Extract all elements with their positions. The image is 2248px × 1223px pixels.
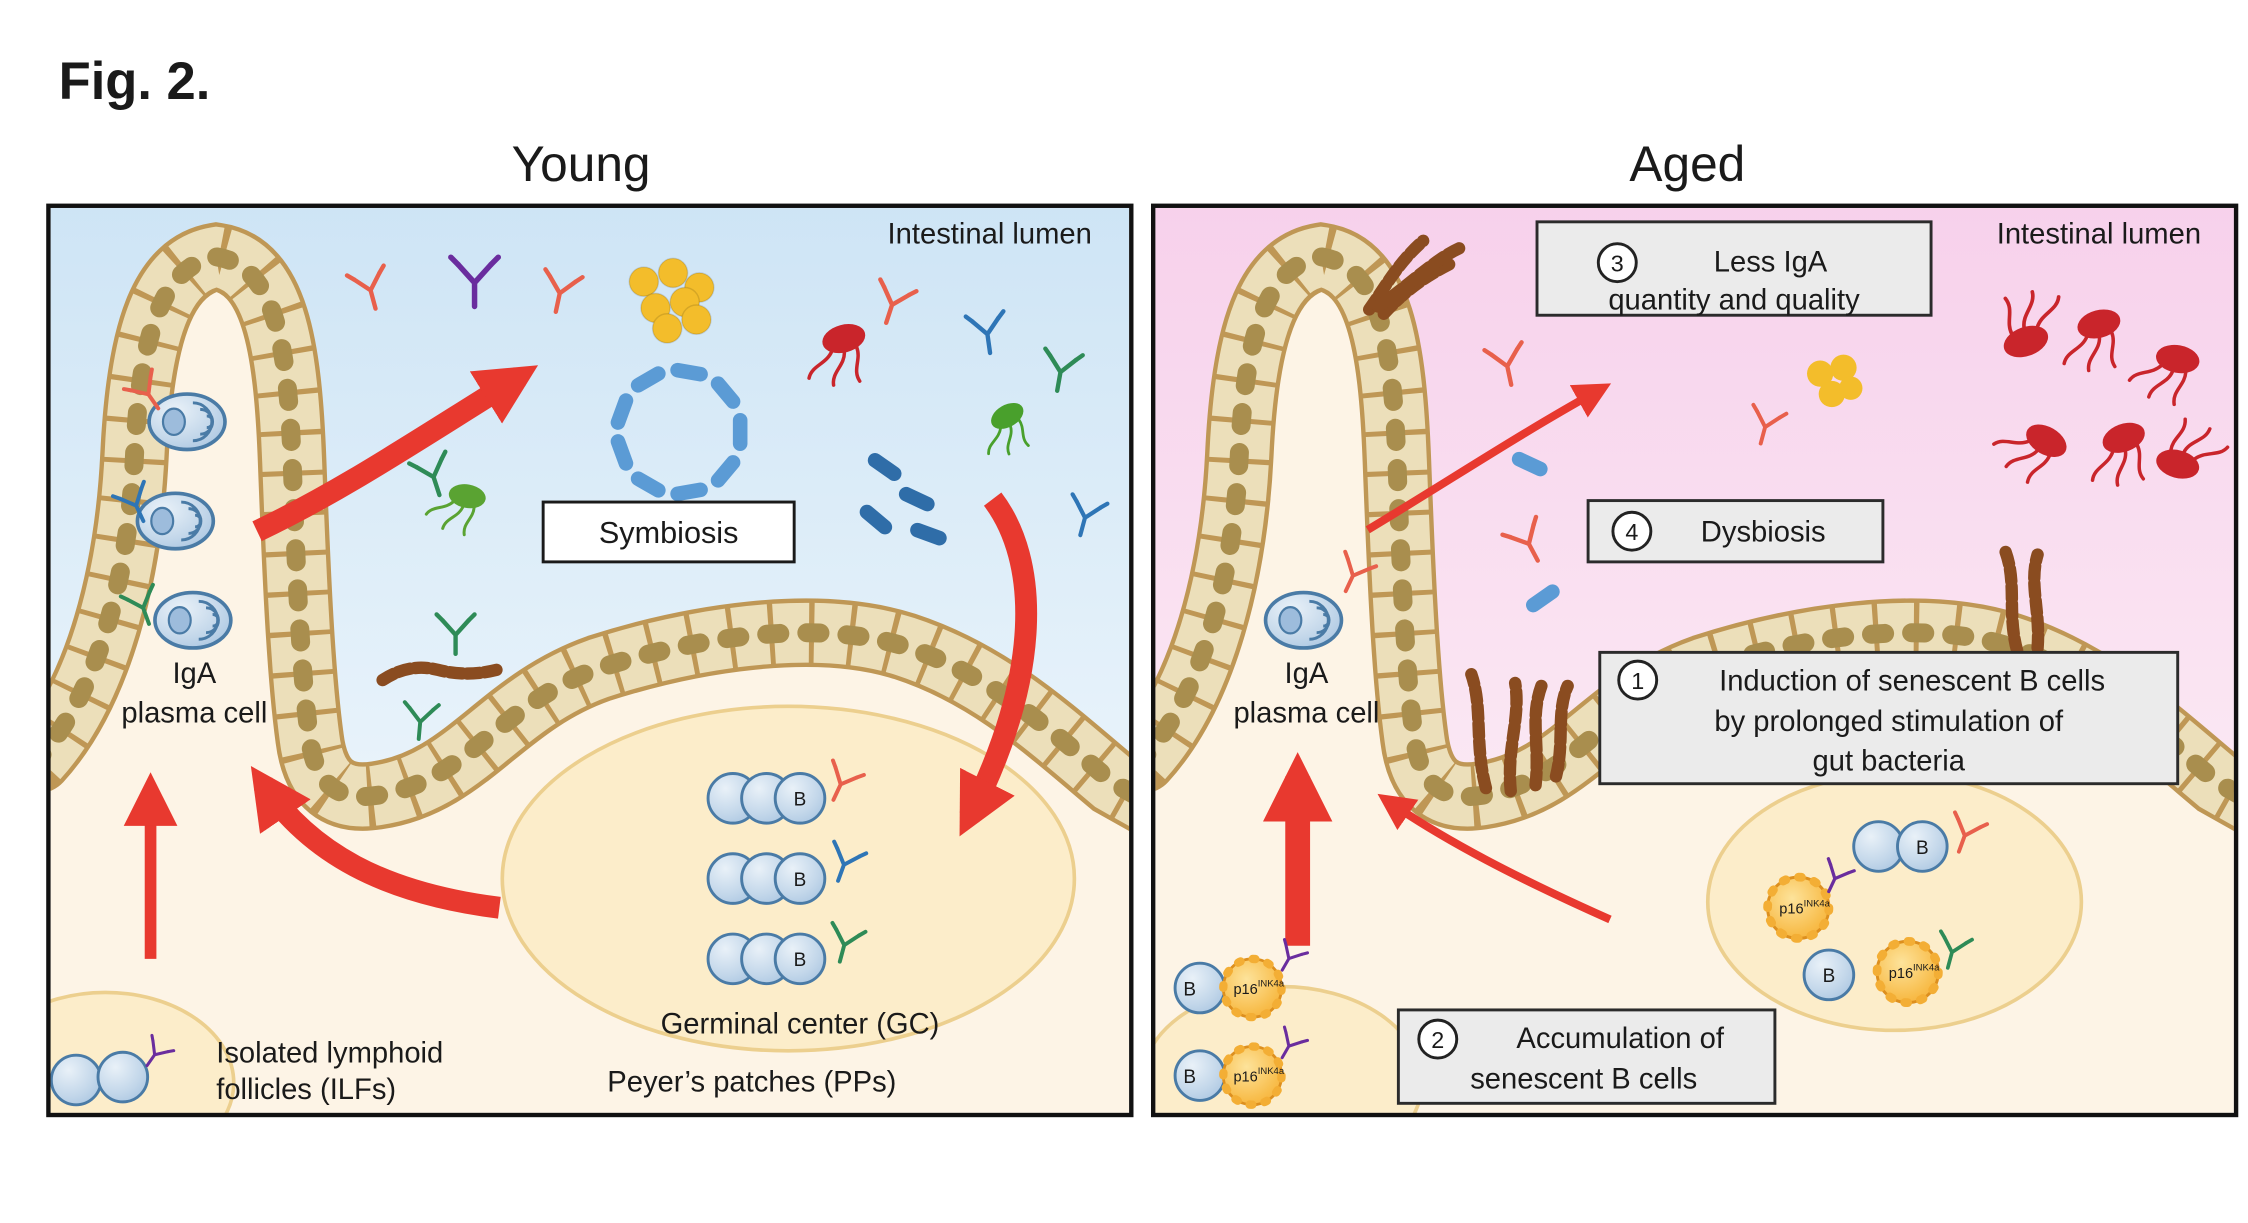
svg-text:p16INK4a: p16INK4a xyxy=(1233,1066,1284,1085)
box4-line1: Dysbiosis xyxy=(1701,516,1826,548)
young-ilf-label-line2: follicles (ILFs) xyxy=(216,1074,396,1106)
p16-superscript: INK4a xyxy=(1258,1066,1285,1077)
b-cell-label: B xyxy=(794,870,807,891)
b-cell-label: B xyxy=(1823,966,1836,987)
box2-line1: Accumulation of xyxy=(1516,1023,1724,1055)
young-gc-to-plasma-arrow xyxy=(250,765,501,919)
aged-title: Aged xyxy=(1629,136,1745,192)
callout-box-4: 4 Dysbiosis xyxy=(1586,499,1885,564)
circled-number-4-icon xyxy=(1611,510,1653,552)
circled-number-1-text: 1 xyxy=(1631,668,1644,694)
box1-line2: by prolonged stimulation of xyxy=(1714,706,2064,738)
box1-line3: gut bacteria xyxy=(1813,746,1966,778)
circled-number-1-icon xyxy=(1617,659,1659,701)
callout-box-1: 1 Induction of senescent B cells by prol… xyxy=(1598,650,2180,786)
svg-text:p16INK4a: p16INK4a xyxy=(1779,898,1830,917)
young-panel: IgA plasma cell xyxy=(50,207,1130,1113)
aged-gc-to-plasma-arrow xyxy=(1377,793,1612,924)
symbiosis-box: Symbiosis xyxy=(541,500,796,564)
aged-lumen-label: Intestinal lumen xyxy=(1997,219,2201,251)
young-gc-bcells: B B B xyxy=(706,758,869,986)
aged-filamentous-bacteria xyxy=(1362,234,2045,798)
circled-number-4-text: 4 xyxy=(1625,519,1638,545)
p16-label: p16 xyxy=(1233,982,1257,998)
young-arrows xyxy=(123,365,1038,959)
b-cell-label: B xyxy=(794,790,807,811)
aged-panel: IgA plasma cell B xyxy=(1155,207,2234,1113)
circled-number-2-text: 2 xyxy=(1431,1027,1444,1053)
filamentous-bacteria-icon xyxy=(376,661,503,687)
symbiosis-label: Symbiosis xyxy=(599,516,739,550)
p16-superscript: INK4a xyxy=(1913,963,1940,974)
young-iga-label-line1: IgA xyxy=(172,658,216,690)
b-cell-label: B xyxy=(1916,838,1929,859)
circled-number-2-icon xyxy=(1417,1018,1459,1060)
b-cell-label: B xyxy=(1183,1067,1196,1088)
box3-line1: Less IgA xyxy=(1714,246,1828,278)
box1-line1: Induction of senescent B cells xyxy=(1719,665,2105,697)
young-lumen-label: Intestinal lumen xyxy=(888,219,1092,251)
svg-text:p16INK4a: p16INK4a xyxy=(1889,963,1940,982)
p16-label: p16 xyxy=(1889,966,1913,982)
aged-arrows xyxy=(1262,383,1612,946)
young-microbiota xyxy=(347,257,1107,743)
young-gc-label: Germinal center (GC) xyxy=(661,1008,940,1040)
p16-superscript: INK4a xyxy=(1258,979,1285,990)
circled-number-3-text: 3 xyxy=(1611,250,1624,276)
box2-line2: senescent B cells xyxy=(1470,1064,1697,1096)
cocci-bacteria-icon xyxy=(1807,354,1863,408)
young-ilf-label-line1: Isolated lymphoid xyxy=(216,1037,443,1069)
aged-iga-label-line2: plasma cell xyxy=(1233,697,1379,729)
young-lumen-to-gc-arrow xyxy=(959,492,1038,837)
young-panel-border xyxy=(46,203,1134,1118)
b-cell-label: B xyxy=(1183,979,1196,1000)
b-cell-label: B xyxy=(794,950,807,971)
young-secretion-arrow xyxy=(252,365,539,542)
aged-gc-cells: B p16INK4a B p16INK4a xyxy=(1768,810,1990,1002)
young-iga-label-line2: plasma cell xyxy=(121,697,267,729)
svg-text:p16INK4a: p16INK4a xyxy=(1233,979,1284,998)
aged-panel-border xyxy=(1150,203,2239,1118)
aged-iga-label-line1: IgA xyxy=(1285,658,1329,690)
callout-box-2: 2 Accumulation of senescent B cells xyxy=(1396,1008,1777,1105)
p16-superscript: INK4a xyxy=(1804,898,1831,909)
box3-line2: quantity and quality xyxy=(1608,284,1860,316)
aged-ilf-cells: B p16INK4a B p16INK4a xyxy=(1173,938,1310,1105)
aged-secretion-arrow xyxy=(1365,383,1612,534)
young-title: Young xyxy=(512,136,651,192)
callout-box-3: 3 Less IgA quantity and quality xyxy=(1535,220,1933,317)
aged-microbiota xyxy=(1484,279,2234,616)
figure-label: Fig. 2. xyxy=(59,52,211,111)
p16-label: p16 xyxy=(1233,1069,1257,1085)
young-pp-label: Peyer’s patches (PPs) xyxy=(607,1067,896,1099)
circled-number-3-icon xyxy=(1596,242,1638,284)
p16-label: p16 xyxy=(1779,902,1803,918)
